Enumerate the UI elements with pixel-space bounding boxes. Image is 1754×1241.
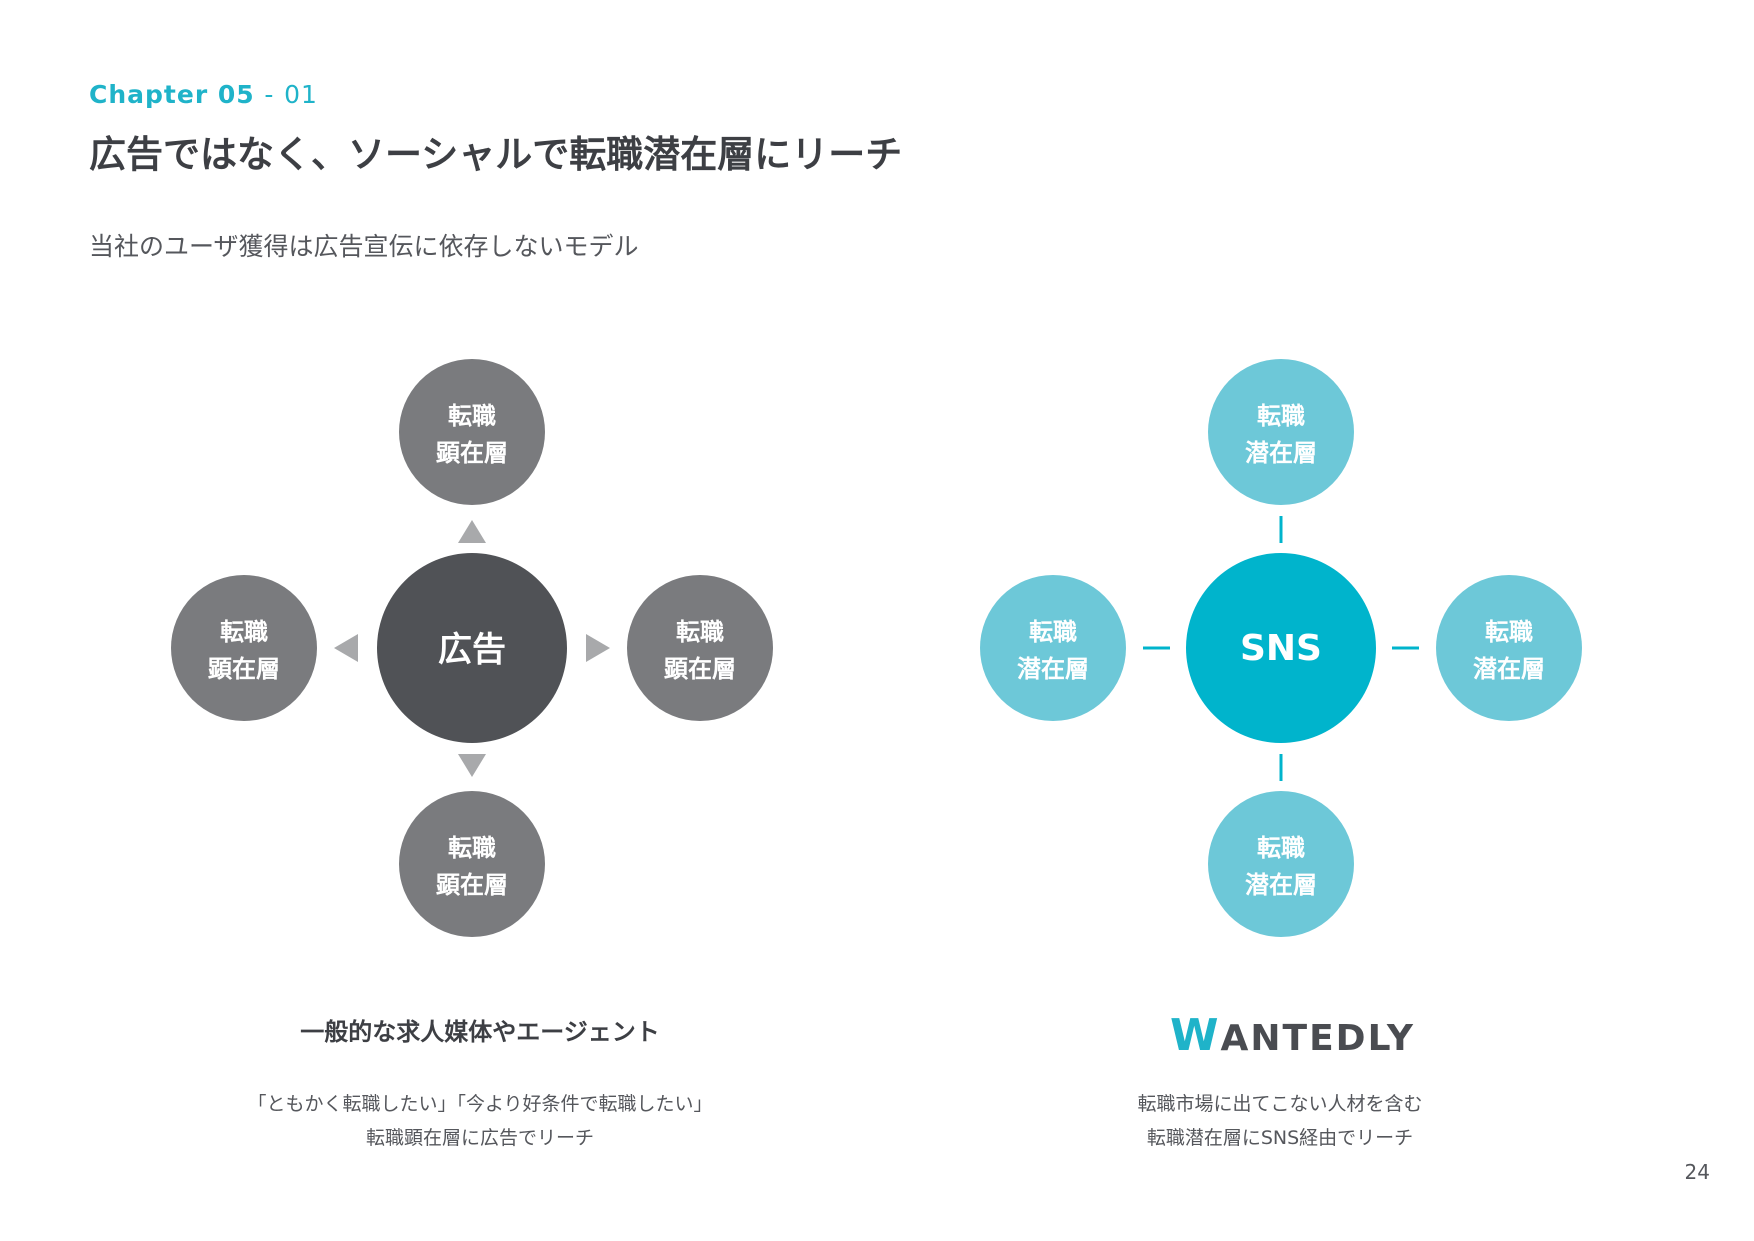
wantedly-logo-rest: ANTEDLY [1220, 1018, 1415, 1059]
sns-node-left-line2: 潜在層 [1017, 655, 1089, 683]
chapter-separator: - [264, 80, 275, 109]
center-ad-circle [377, 553, 567, 743]
sns-node-left-line1: 転職 [1029, 618, 1077, 646]
node-top-circle [399, 359, 545, 505]
ad-model-diagram: 転職 顕在層 転職 顕在層 転職 顕在層 転職 顕在層 広告 [171, 359, 773, 937]
node-bottom-line2: 顕在層 [436, 871, 508, 899]
page-subtitle: 当社のユーザ獲得は広告宣伝に依存しないモデル [89, 232, 639, 261]
ad-model-caption-line2: 転職顕在層に広告でリーチ [365, 1127, 594, 1149]
sns-node-bottom-line1: 転職 [1257, 834, 1305, 862]
wantedly-logo-initial: W [1170, 1010, 1221, 1061]
arrow-left-icon [334, 634, 358, 662]
page-title: 広告ではなく、ソーシャルで転職潜在層にリーチ [89, 133, 903, 176]
sns-node-bottom-line2: 潜在層 [1245, 871, 1317, 899]
chapter-label: Chapter 05 - 01 [89, 80, 318, 109]
wantedly-logo: WANTEDLY [1170, 1010, 1415, 1061]
page-number: 24 [1684, 1160, 1710, 1184]
node-left-line2: 顕在層 [208, 655, 280, 683]
sns-model-caption: 転職市場に出てこない人材を含む 転職潜在層にSNS経由でリーチ [1100, 1087, 1460, 1155]
sns-node-bottom-circle [1208, 791, 1354, 937]
center-sns-circle [1186, 553, 1376, 743]
ad-model-caption: 「ともかく転職したい」「今より好条件で転職したい」 転職顕在層に広告でリーチ [210, 1087, 750, 1155]
center-ad-label: 広告 [438, 630, 506, 670]
chapter-text: Chapter 05 [89, 80, 255, 109]
node-bottom-line1: 転職 [448, 834, 496, 862]
node-right-circle [627, 575, 773, 721]
sns-node-right-line2: 潜在層 [1473, 655, 1545, 683]
center-sns-label: SNS [1240, 628, 1322, 669]
sns-node-left-circle [980, 575, 1126, 721]
sns-model-caption-line2: 転職潜在層にSNS経由でリーチ [1146, 1127, 1414, 1149]
node-top-line1: 転職 [448, 402, 496, 430]
node-left-circle [171, 575, 317, 721]
node-right-line2: 顕在層 [664, 655, 736, 683]
sns-model-diagram: 転職 潜在層 転職 潜在層 転職 潜在層 転職 潜在層 SNS [980, 359, 1582, 937]
sns-node-top-line2: 潜在層 [1245, 439, 1317, 467]
ad-model-caption-title: 一般的な求人媒体やエージェント [300, 1018, 660, 1046]
sns-node-top-line1: 転職 [1257, 402, 1305, 430]
ad-model-caption-line1: 「ともかく転職したい」「今より好条件で転職したい」 [247, 1093, 713, 1115]
arrow-up-icon [458, 520, 486, 543]
sns-node-right-circle [1436, 575, 1582, 721]
sns-node-top-circle [1208, 359, 1354, 505]
sns-model-caption-line1: 転職市場に出てこない人材を含む [1137, 1093, 1423, 1115]
sns-node-right-line1: 転職 [1485, 618, 1533, 646]
node-right-line1: 転職 [676, 618, 724, 646]
node-left-line1: 転職 [220, 618, 268, 646]
arrow-right-icon [586, 634, 610, 662]
node-bottom-circle [399, 791, 545, 937]
arrow-down-icon [458, 754, 486, 777]
chapter-number: 01 [284, 80, 318, 109]
node-top-line2: 顕在層 [436, 439, 508, 467]
